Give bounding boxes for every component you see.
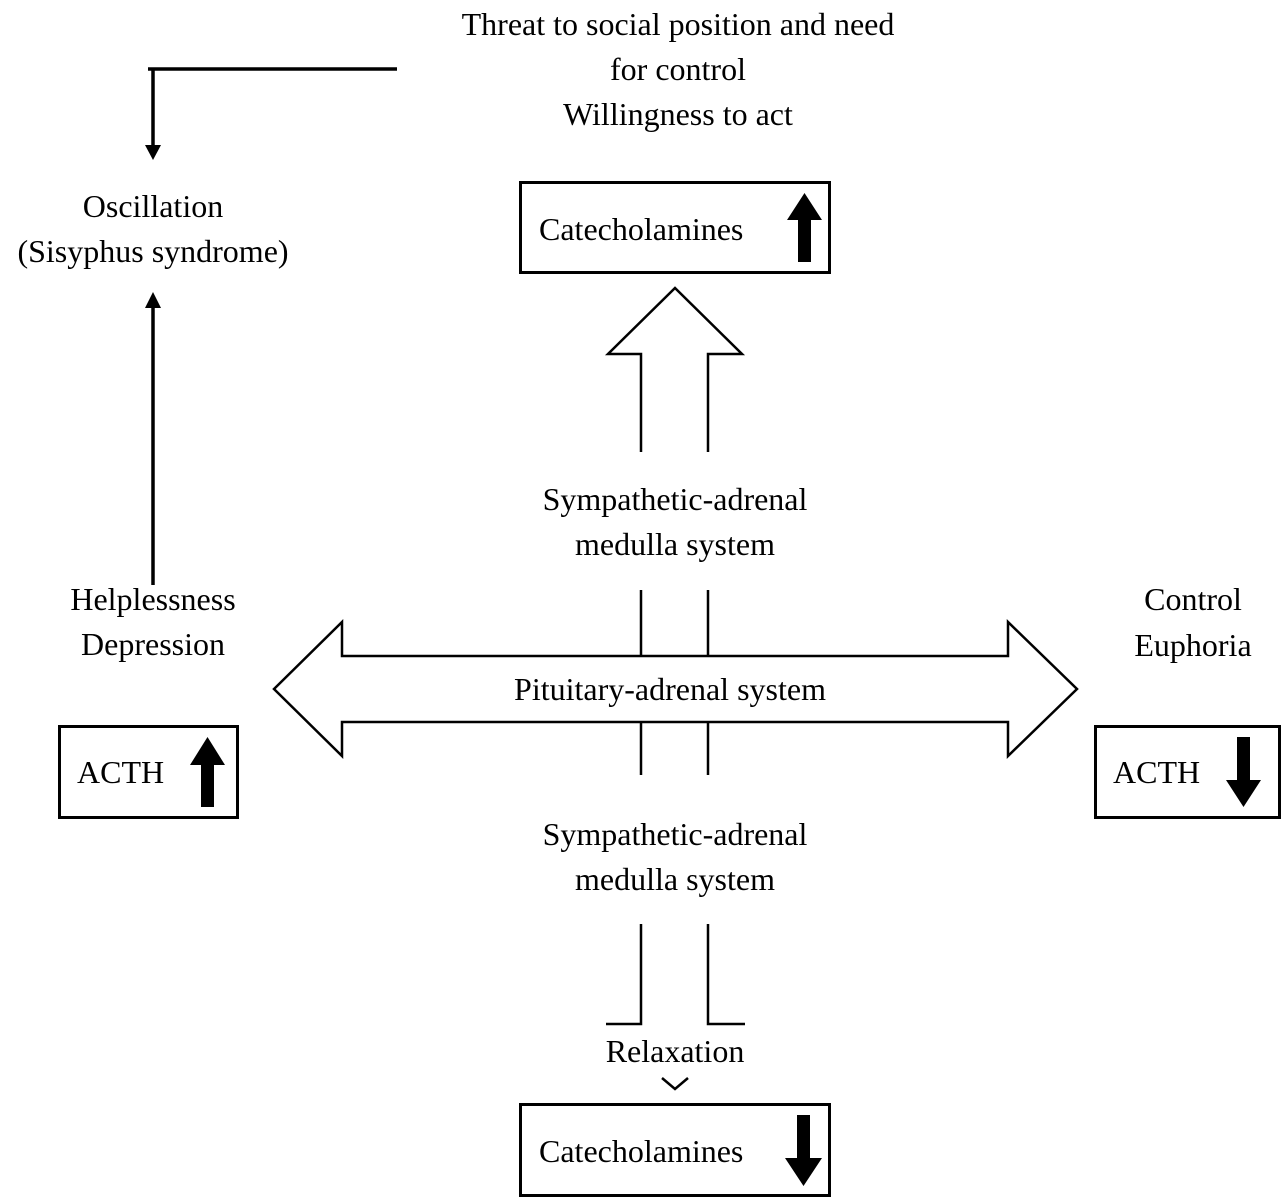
- depression-label: Depression: [81, 626, 225, 662]
- sisyphus-label: (Sisyphus syndrome): [17, 233, 288, 269]
- control-label: Control: [1144, 581, 1242, 617]
- helplessness-label: Helplessness: [70, 581, 235, 617]
- catecholamines-down-label: Catecholamines: [539, 1133, 743, 1169]
- top-text-line-1: Threat to social position and need: [462, 6, 895, 42]
- arrow-down-icon: [1226, 737, 1261, 807]
- relaxation-label: Relaxation: [606, 1033, 745, 1069]
- catecholamines-up-box: Catecholamines: [519, 181, 831, 274]
- acth-down-box: ACTH: [1094, 725, 1281, 819]
- sympathetic-top-line-1: Sympathetic-adrenal: [543, 481, 808, 517]
- arrow-up-icon: [787, 193, 822, 262]
- hollow-up-arrow: [604, 286, 746, 452]
- oscillation-label: Oscillation: [83, 188, 223, 224]
- elbow-arrow-to-oscillation: [145, 67, 397, 160]
- top-text-line-2: for control: [610, 51, 746, 87]
- sympathetic-bottom-line-1: Sympathetic-adrenal: [543, 816, 808, 852]
- hollow-down-arrow: [606, 924, 745, 1091]
- top-text-line-3: Willingness to act: [563, 96, 793, 132]
- catecholamines-down-box: Catecholamines: [519, 1103, 831, 1197]
- acth-down-label: ACTH: [1113, 754, 1200, 790]
- arrow-down-icon: [785, 1115, 822, 1186]
- sympathetic-bottom-line-2: medulla system: [575, 861, 775, 897]
- acth-up-label: ACTH: [77, 754, 164, 790]
- euphoria-label: Euphoria: [1134, 627, 1251, 663]
- arrow-up-to-oscillation: [145, 292, 161, 585]
- acth-up-box: ACTH: [58, 725, 239, 819]
- catecholamines-up-label: Catecholamines: [539, 211, 743, 247]
- pituitary-label: Pituitary-adrenal system: [514, 671, 826, 707]
- sympathetic-top-line-2: medulla system: [575, 526, 775, 562]
- vertical-shaft: [639, 590, 710, 775]
- arrow-up-icon: [190, 737, 225, 807]
- hollow-double-arrow: [272, 619, 1079, 759]
